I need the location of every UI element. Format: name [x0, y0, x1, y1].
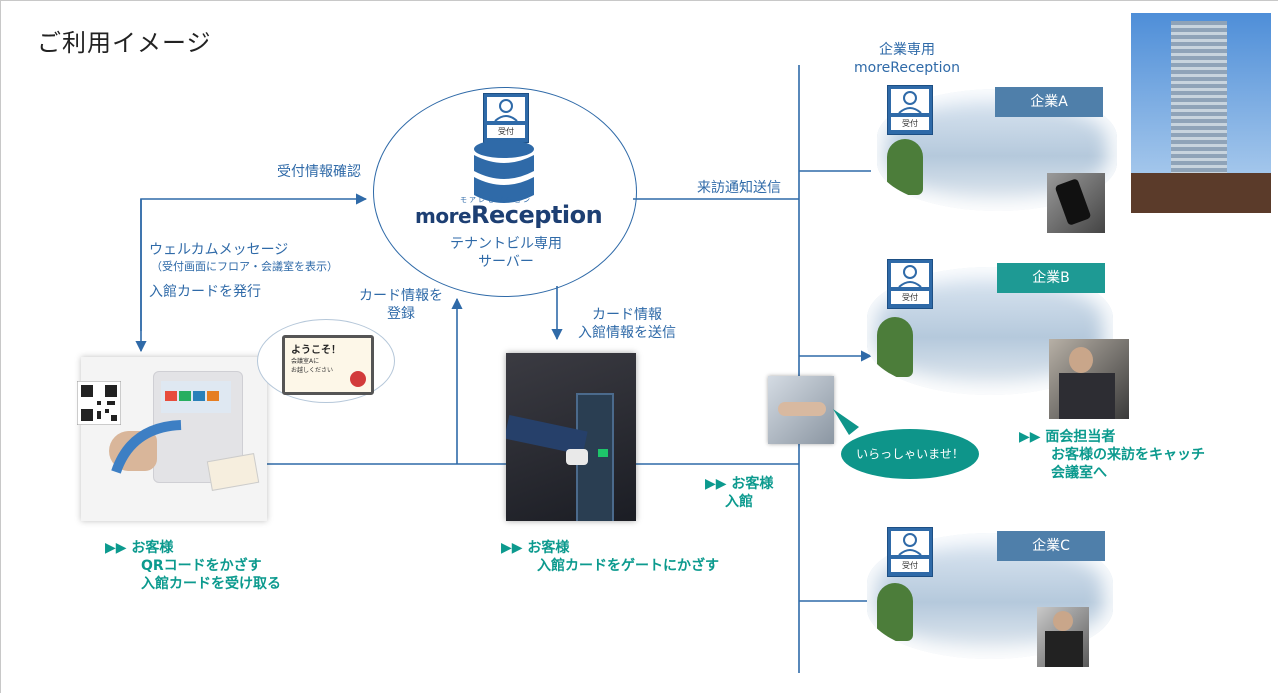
welcome-screen: ようこそ！ 会議室Aに お越しください	[282, 335, 374, 395]
staff-photo-c	[1037, 607, 1089, 667]
company-a-reception-avatar: 受付	[887, 85, 933, 135]
server-caption: テナントビル専用 サーバー	[450, 236, 562, 270]
company-c-badge: 企業C	[997, 531, 1105, 561]
logo-ruby: モアレセプション	[460, 196, 532, 204]
server-ellipse	[373, 87, 637, 297]
building-photo	[1131, 13, 1271, 213]
staff-photo-b	[1049, 339, 1129, 419]
label-welcome-message: ウェルカムメッセージ	[149, 242, 289, 258]
company-a-badge: 企業A	[995, 87, 1103, 117]
greeting-bubble: いらっしゃいませ！	[841, 429, 979, 479]
label-issue-card: 入館カードを発行	[149, 284, 261, 300]
label-register-card: カード情報を 登録	[359, 288, 443, 322]
bubble-tail	[833, 409, 859, 435]
handshake-photo	[768, 376, 834, 444]
smartphone-photo-a	[1047, 173, 1105, 233]
label-reception-check: 受付情報確認	[277, 164, 361, 180]
caption-entry: ▶▶ お客様 入館	[705, 476, 774, 510]
caption-gate: ▶▶ お客様 入館カードをゲートにかざす	[501, 540, 719, 574]
label-dedicated: 企業専用 moreReception	[854, 42, 960, 76]
gate-photo	[506, 353, 636, 521]
kiosk-photo	[81, 357, 267, 521]
company-b-badge: 企業B	[997, 263, 1105, 293]
caption-kiosk: ▶▶ お客様 QRコードをかざす 入館カードを受け取る	[105, 540, 281, 592]
page-title: ご利用イメージ	[37, 29, 212, 57]
company-b-reception-avatar: 受付	[887, 259, 933, 309]
morereception-logo: moreReception	[415, 201, 603, 229]
database-icon	[474, 140, 534, 203]
company-c-reception-avatar: 受付	[887, 527, 933, 577]
label-send-card: カード情報 入館情報を送信	[578, 307, 676, 341]
label-welcome-note: （受付画面にフロア・会議室を表示）	[151, 260, 338, 273]
qr-code-icon	[77, 381, 121, 425]
label-visit-notify: 来訪通知送信	[697, 180, 781, 196]
caption-staff: ▶▶ 面会担当者 お客様の来訪をキャッチ 会議室へ	[1019, 429, 1205, 481]
server-reception-avatar: 受付	[483, 93, 529, 143]
